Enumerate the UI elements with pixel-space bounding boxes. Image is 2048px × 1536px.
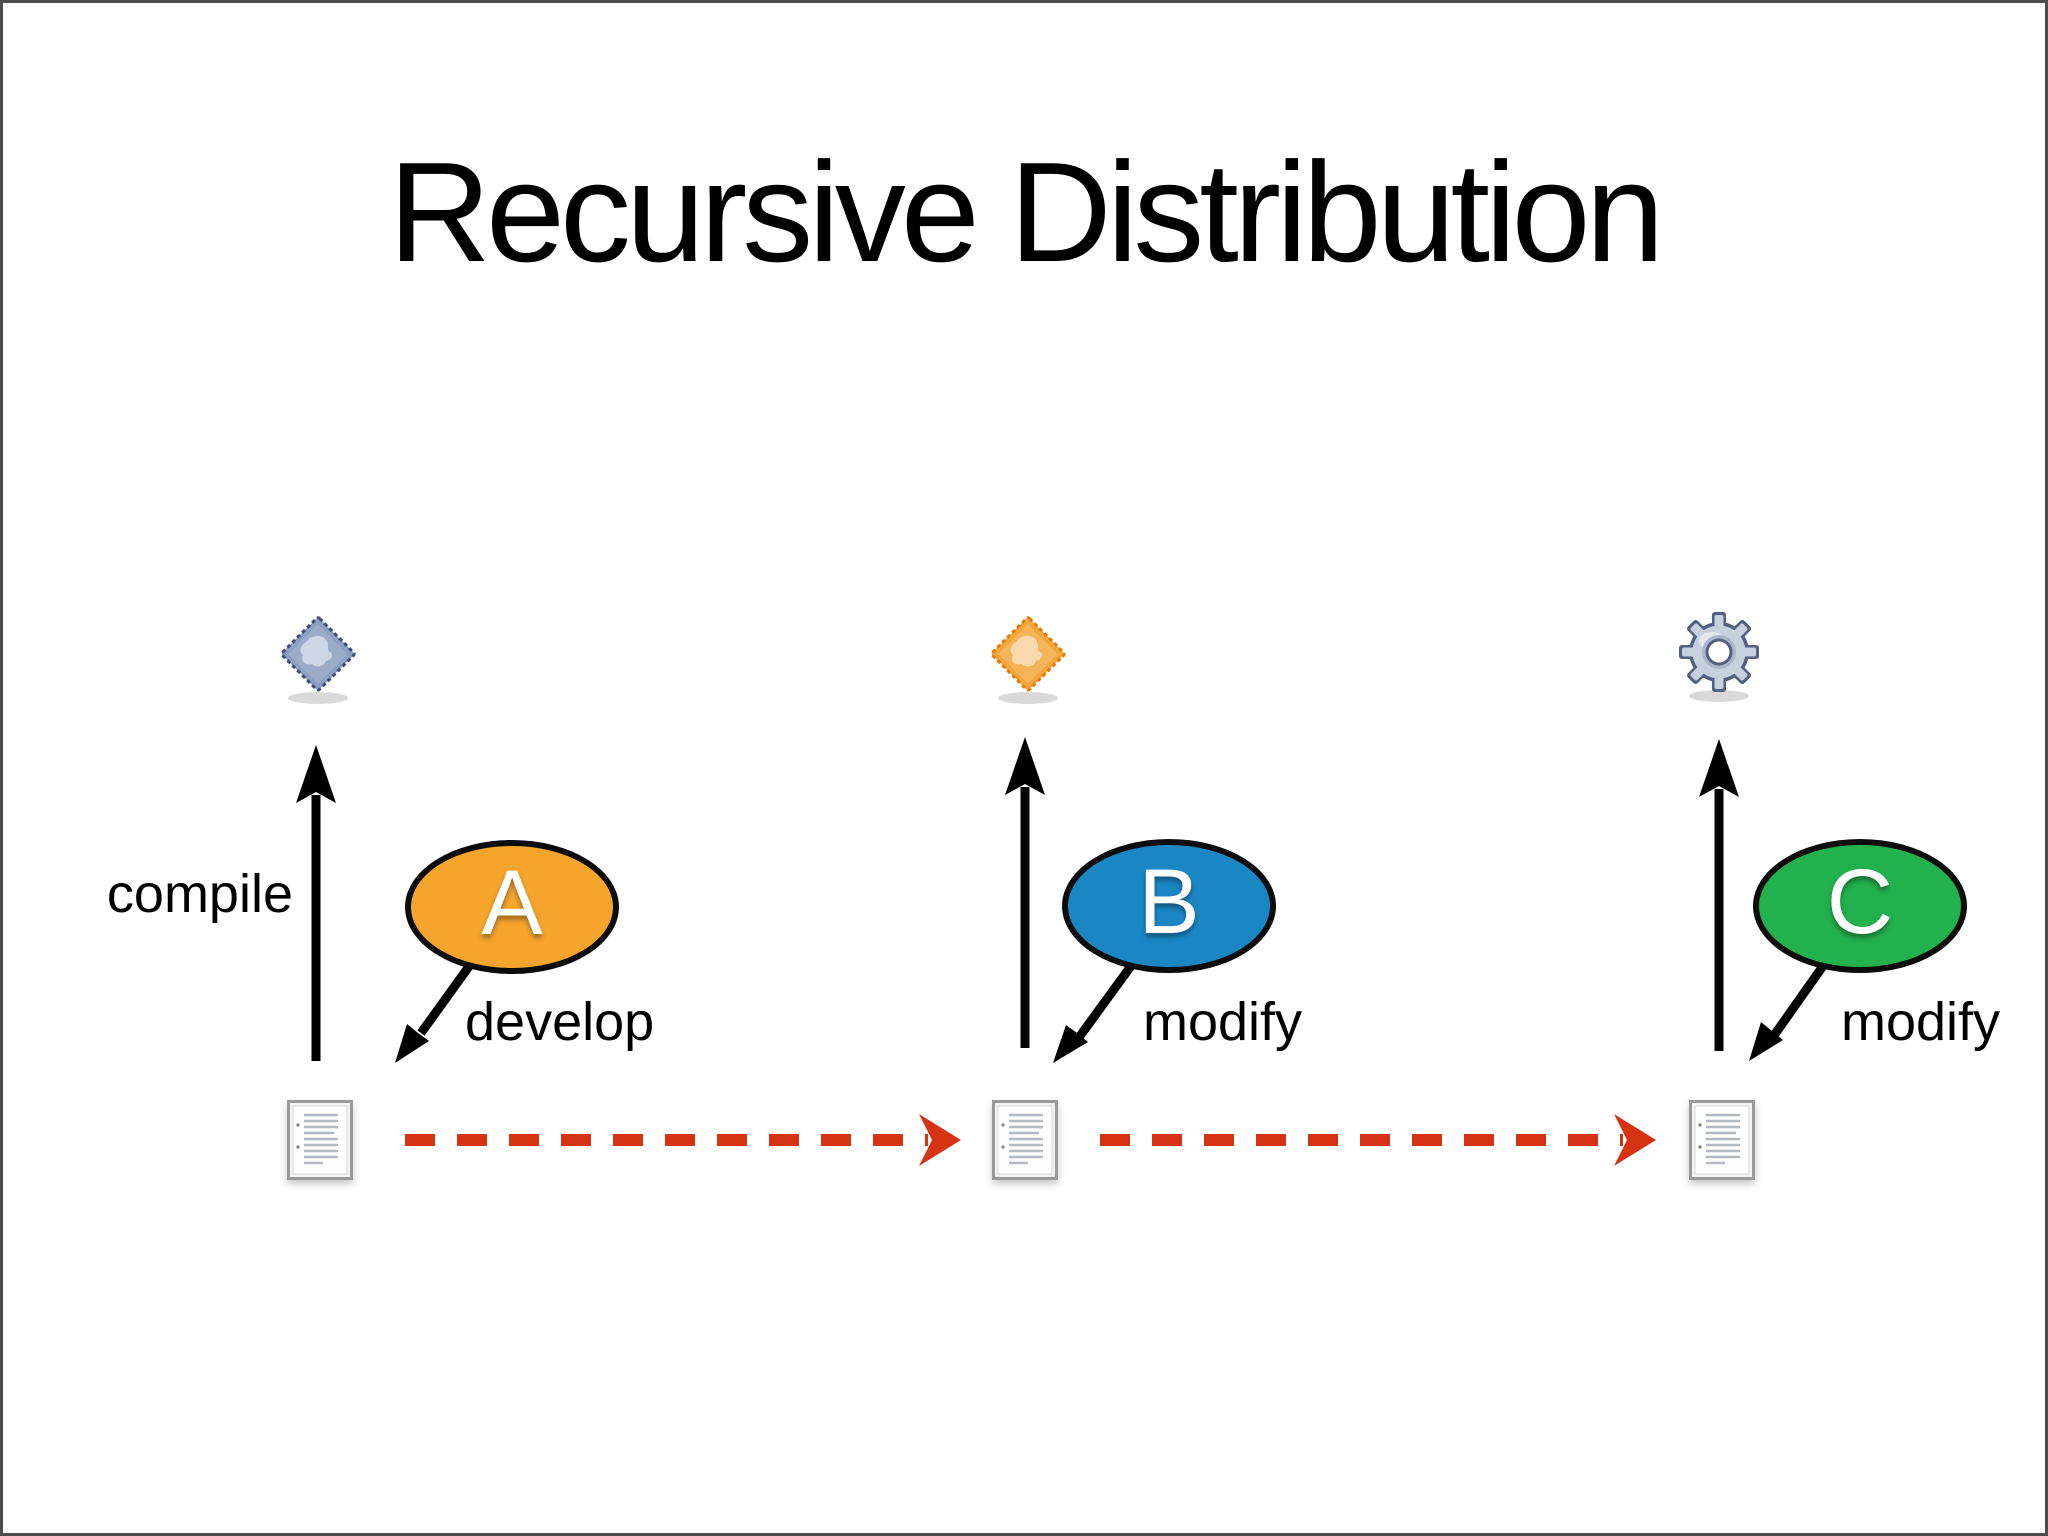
modify-label-c: modify bbox=[1841, 992, 2001, 1052]
actor-letter-a: A bbox=[481, 851, 543, 954]
gear-icon bbox=[1679, 612, 1759, 702]
actor-ellipse-c: C bbox=[1753, 839, 1967, 973]
actor-letter-c: C bbox=[1826, 850, 1894, 953]
build-arrow-c bbox=[1699, 739, 1739, 1051]
actor-ellipse-a: A bbox=[405, 840, 619, 974]
actor-ellipse-b: B bbox=[1062, 839, 1276, 973]
modify-arrow-c bbox=[1749, 963, 1827, 1061]
slide-title: Recursive Distribution bbox=[388, 133, 1664, 292]
build-arrow-b bbox=[1005, 737, 1045, 1048]
compile-arrow-a bbox=[296, 745, 336, 1061]
document-icon bbox=[1689, 1100, 1755, 1180]
distribution-flow-arrow-2 bbox=[1100, 1114, 1656, 1166]
actor-letter-b: B bbox=[1138, 850, 1200, 953]
develop-label: develop bbox=[465, 992, 655, 1052]
stamp-diamond-blue-icon bbox=[280, 616, 356, 704]
distribution-flow-arrow-1 bbox=[405, 1114, 961, 1166]
develop-arrow-a bbox=[395, 962, 474, 1063]
modify-arrow-b bbox=[1053, 963, 1135, 1063]
document-icon bbox=[287, 1100, 353, 1180]
stamp-diamond-orange-icon bbox=[990, 616, 1066, 704]
compile-label: compile bbox=[106, 864, 293, 924]
document-icon bbox=[992, 1100, 1058, 1180]
modify-label-b: modify bbox=[1143, 992, 1303, 1052]
